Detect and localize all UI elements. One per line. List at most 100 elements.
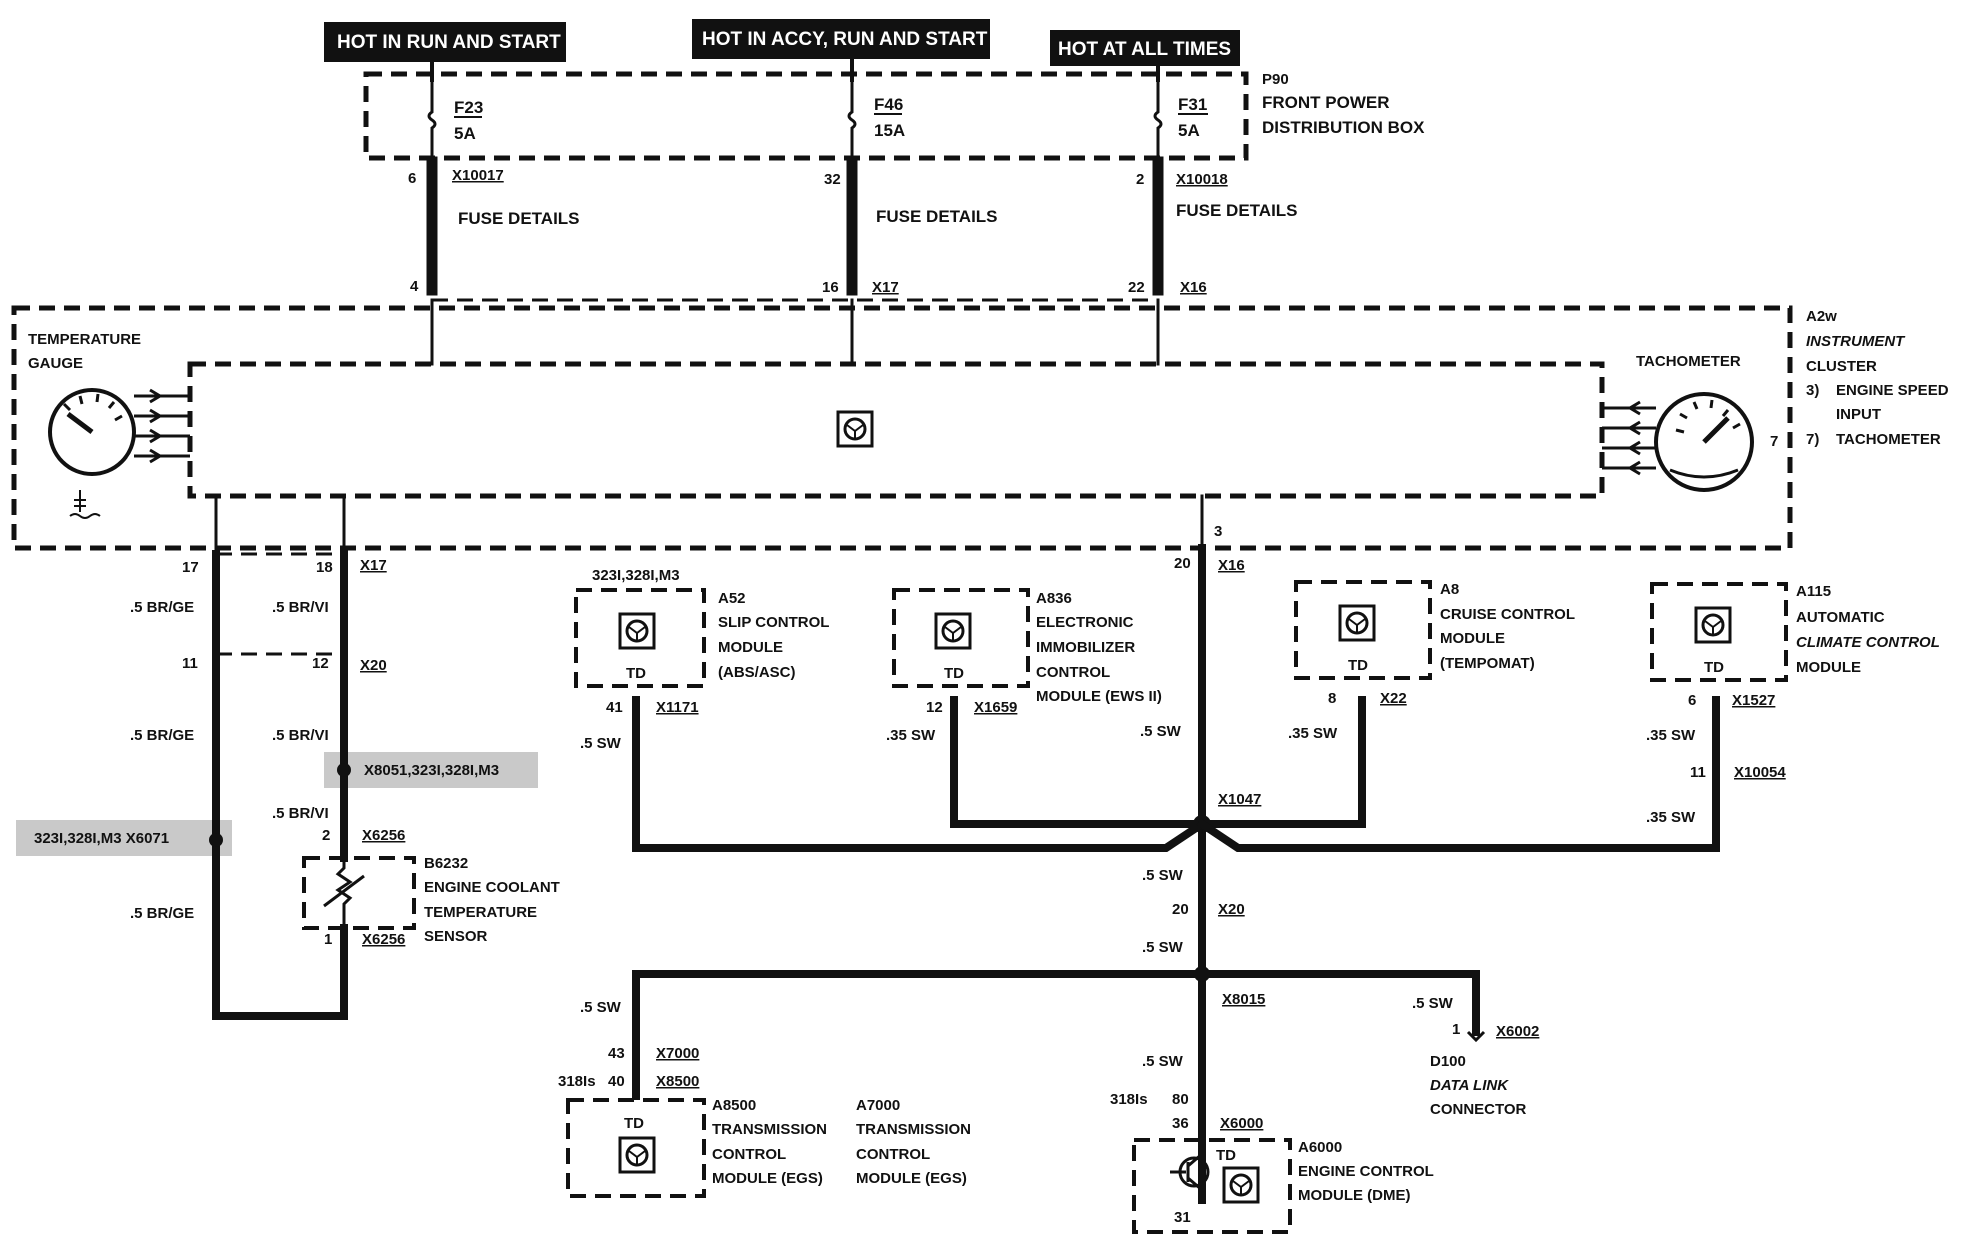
svg-text:F23: F23 <box>454 98 483 117</box>
a52-variant: 323I,328I,M3 <box>592 567 680 584</box>
a836-label4: MODULE (EWS II) <box>1036 688 1162 705</box>
temp-gauge-connections <box>134 388 190 464</box>
fuse-details-2: FUSE DETAILS <box>876 207 998 226</box>
dlc-conn: X6002 <box>1496 1023 1539 1040</box>
a8-module-icon <box>1338 604 1376 642</box>
tachometer-label: TACHOMETER <box>1636 353 1741 370</box>
a7000-id: A7000 <box>856 1097 900 1114</box>
bus-wire-down2: .5 SW <box>1142 939 1184 956</box>
instrument-cluster-inner <box>187 361 1605 499</box>
power-distribution-box <box>363 71 1249 161</box>
tach-ref: 7 <box>1770 433 1778 450</box>
svg-text:F46: F46 <box>874 95 903 114</box>
a115-td: TD <box>1704 659 1724 676</box>
egs-variant: 318Is <box>558 1073 596 1090</box>
bus-pin-20b: 20 <box>1172 901 1189 918</box>
pin-32: 32 <box>824 171 841 188</box>
coolant-wire-ge <box>212 550 348 1020</box>
dme-pin-b: 36 <box>1172 1115 1189 1132</box>
a7000-label2: CONTROL <box>856 1146 930 1163</box>
a52-td: TD <box>626 665 646 682</box>
wire-br-ge-3: .5 BR/GE <box>130 905 194 922</box>
a8-label1: CRUISE CONTROL <box>1440 606 1575 623</box>
power-box-line1: FRONT POWER <box>1262 93 1390 112</box>
sensor-id: B6232 <box>424 855 468 872</box>
a836-td: TD <box>944 665 964 682</box>
a52-label2: MODULE <box>718 639 783 656</box>
wire-br-ge-1: .5 BR/GE <box>130 599 194 616</box>
header-hot-in-accy-run-and-start: HOT IN ACCY, RUN AND START <box>692 19 990 59</box>
a8500-td: TD <box>624 1115 644 1132</box>
a115-id: A115 <box>1796 583 1831 600</box>
fuse-f46: F46 15A <box>847 78 905 158</box>
a8-wire: .35 SW <box>1288 725 1338 742</box>
dme-conn: X6000 <box>1220 1115 1263 1132</box>
dlc-pin-arrow <box>1466 1030 1486 1043</box>
svg-text:15A: 15A <box>874 121 905 140</box>
branch-a52 <box>632 696 1208 852</box>
a8500-box <box>566 1098 706 1198</box>
fuse-f31: F31 5A <box>1153 78 1208 158</box>
wire-br-vi-1: .5 BR/VI <box>272 599 329 616</box>
egs-pin-b: 40 <box>608 1073 625 1090</box>
a52-id: A52 <box>718 590 746 607</box>
coolant-sensor-box <box>302 856 416 930</box>
tachometer-icon <box>1654 392 1754 492</box>
a115-label2: CLIMATE CONTROL <box>1796 634 1940 651</box>
instrument-cluster-outline <box>11 305 1793 551</box>
fuse-details-3: FUSE DETAILS <box>1176 201 1298 220</box>
a52-conn: X1171 <box>656 699 699 716</box>
dlc-pin: 1 <box>1452 1021 1460 1038</box>
connector-x10018: X10018 <box>1176 171 1228 188</box>
a8-pin: 8 <box>1328 690 1336 707</box>
pin-2: 2 <box>1136 171 1144 188</box>
a836-box <box>892 588 1030 688</box>
pin-17: 17 <box>182 559 199 576</box>
splice-x1047: X1047 <box>1218 791 1261 808</box>
pin-12: 12 <box>312 655 329 672</box>
sensor-pin-1: 1 <box>324 931 332 948</box>
fuse-details-1: FUSE DETAILS <box>458 209 580 228</box>
a6000-ground-pin: 31 <box>1174 1209 1191 1226</box>
power-box-id: P90 <box>1262 71 1289 88</box>
cluster-id: A2w <box>1806 308 1837 325</box>
connector-x20-left: X20 <box>360 657 387 674</box>
svg-text:5A: 5A <box>1178 121 1200 140</box>
dlc-id: D100 <box>1430 1053 1466 1070</box>
a115-conn-b: X10054 <box>1734 764 1786 781</box>
cluster-line1: INSTRUMENT <box>1806 333 1906 350</box>
a115-label3: MODULE <box>1796 659 1861 676</box>
a115-box <box>1650 582 1788 682</box>
left-note-x6071: 323I,328I,M3 X6071 <box>34 830 169 847</box>
a7000-label1: TRANSMISSION <box>856 1121 971 1138</box>
a115-pin-b: 11 <box>1690 764 1706 781</box>
a8-label2: MODULE <box>1440 630 1505 647</box>
a115-module-icon <box>1694 606 1732 644</box>
egs-wire: .5 SW <box>580 999 622 1016</box>
egs-pin-a: 43 <box>608 1045 625 1062</box>
pin-18: 18 <box>316 559 333 576</box>
cluster-line2: CLUSTER <box>1806 358 1877 375</box>
cluster-module-symbol <box>836 410 874 448</box>
a836-module-icon <box>934 612 972 650</box>
dme-pin-a: 80 <box>1172 1091 1189 1108</box>
svg-text:HOT IN ACCY, RUN AND START: HOT IN ACCY, RUN AND START <box>702 29 988 50</box>
a7000-label3: MODULE (EGS) <box>856 1170 967 1187</box>
a836-wire: .35 SW <box>886 727 936 744</box>
temp-gauge-label1: TEMPERATURE <box>28 331 141 348</box>
splice-dot-x8051 <box>337 763 351 777</box>
a836-pin: 12 <box>926 699 943 716</box>
a8500-id: A8500 <box>712 1097 756 1114</box>
splice-note-x8051: X8051,323I,328I,M3 <box>364 762 499 779</box>
svg-text:HOT IN RUN AND START: HOT IN RUN AND START <box>337 32 561 53</box>
pin-4: 4 <box>410 278 419 295</box>
temperature-gauge-icon <box>48 388 136 519</box>
speed-pin-20: 20 <box>1174 555 1191 572</box>
a115-wire-b: .35 SW <box>1646 809 1696 826</box>
dlc-label2: CONNECTOR <box>1430 1101 1527 1118</box>
splice-x8015: X8015 <box>1222 991 1265 1008</box>
header-hot-in-run-and-start: HOT IN RUN AND START <box>324 22 566 62</box>
speed-wire-label: .5 SW <box>1140 723 1182 740</box>
svg-text:5A: 5A <box>454 124 476 143</box>
